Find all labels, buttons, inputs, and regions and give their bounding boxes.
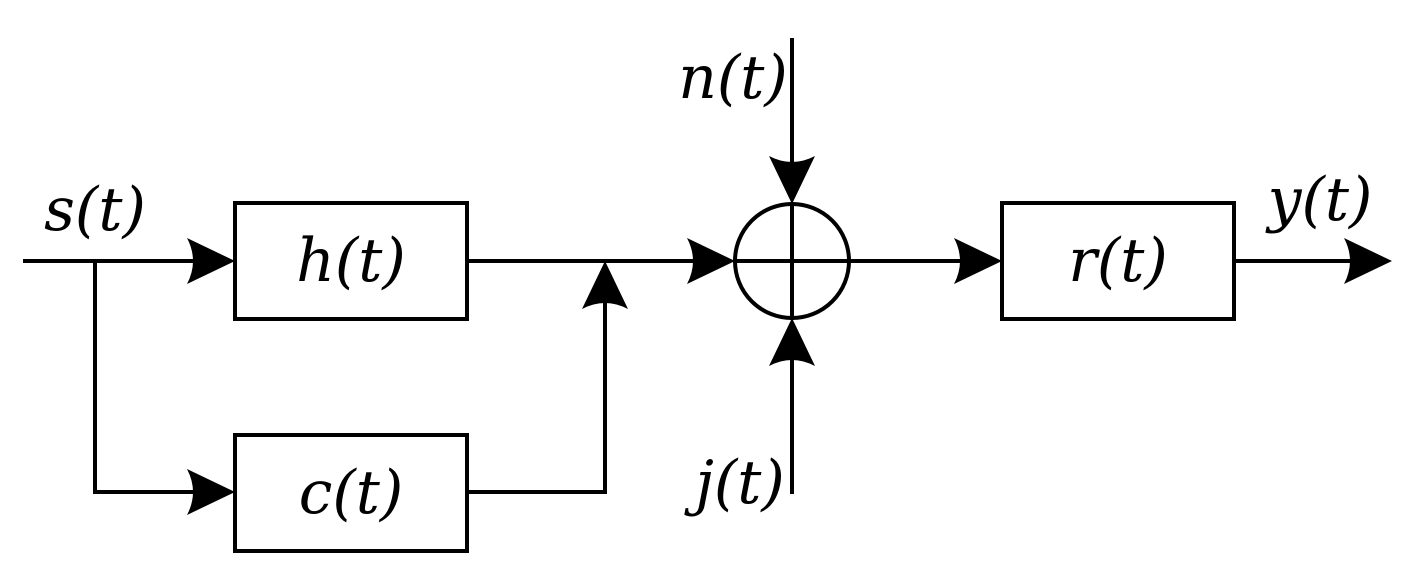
arrowhead-noise-down xyxy=(769,156,815,204)
c-block-label: c(t) xyxy=(299,458,404,528)
r-block-label: r(t) xyxy=(1068,226,1168,296)
noise-signal-label: n(t) xyxy=(678,43,788,113)
r-block xyxy=(1000,201,1236,321)
h-block xyxy=(233,201,469,321)
arrowhead-into-r xyxy=(954,238,1002,284)
arrowhead-into-summer-left xyxy=(687,238,735,284)
h-block-label: h(t) xyxy=(296,226,406,296)
jamming-signal-label: j(t) xyxy=(684,448,785,518)
arrowhead-merge-up xyxy=(582,261,628,309)
branch-wire-to-c xyxy=(93,259,202,494)
output-signal-label: y(t) xyxy=(1265,165,1373,235)
arrowhead-into-h xyxy=(187,238,235,284)
arrowhead-into-c xyxy=(187,469,235,515)
c-output-wire xyxy=(465,298,607,494)
input-signal-label: s(t) xyxy=(44,175,146,245)
c-block xyxy=(233,433,469,553)
arrowhead-output xyxy=(1344,238,1392,284)
arrowhead-jamming-up xyxy=(769,318,815,366)
summing-junction xyxy=(733,202,851,320)
